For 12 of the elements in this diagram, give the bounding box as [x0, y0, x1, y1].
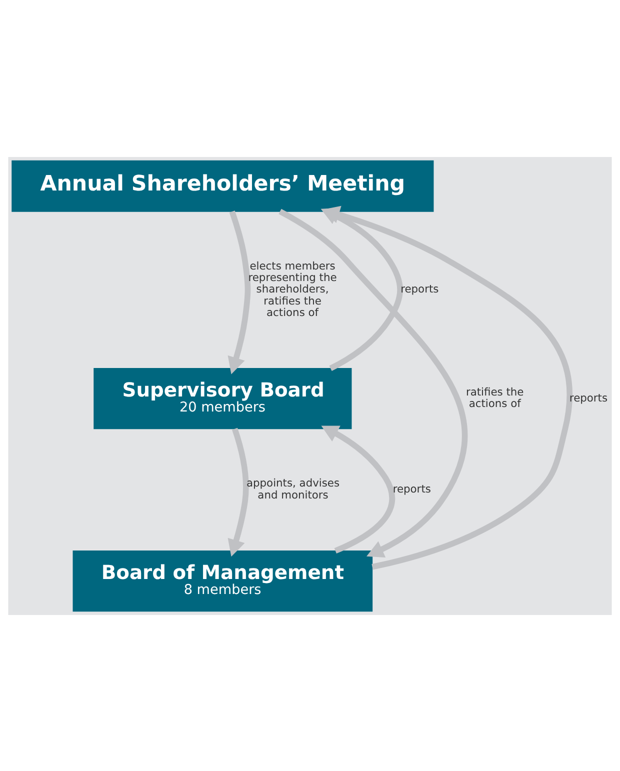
node-box: Board of Management 8 members	[72, 550, 373, 612]
node-box: Supervisory Board 20 members	[94, 368, 352, 429]
node-box: Annual Shareholders’ Meeting	[12, 160, 434, 212]
arrow	[228, 210, 251, 374]
edge-label: appoints, advises and monitors	[246, 476, 340, 501]
edge-label: reports	[569, 390, 608, 404]
arrow	[321, 425, 395, 554]
edge-label: reports	[400, 282, 439, 296]
edge-label: ratifies the actions of	[466, 385, 524, 410]
arrow	[228, 427, 249, 556]
edge-label: reports	[392, 482, 431, 496]
edge-label: elects members representing the shareholders, ratifies the actions of	[248, 258, 337, 318]
